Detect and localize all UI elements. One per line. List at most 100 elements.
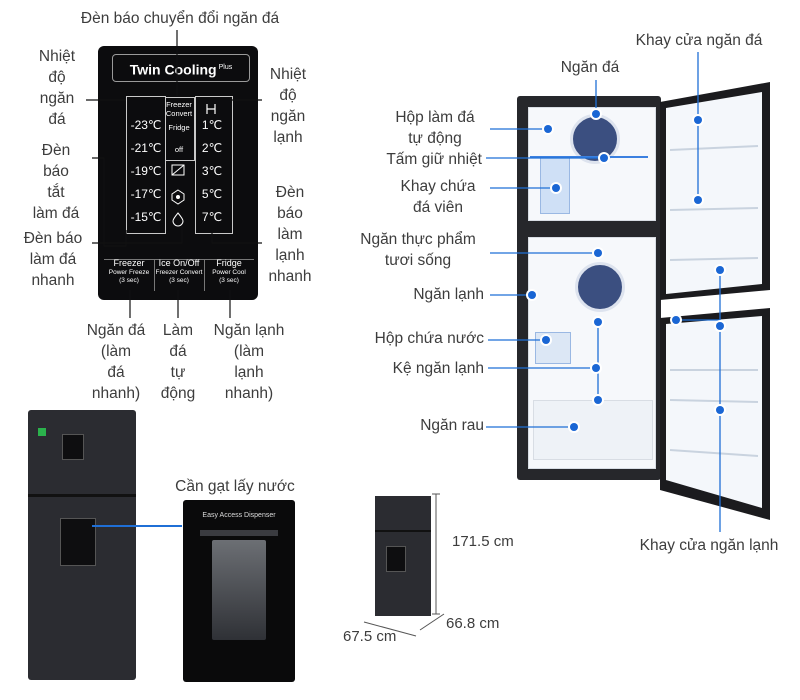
freezer-temp-value: -17℃ [130, 187, 162, 201]
fridge-doors [660, 82, 770, 520]
mode-off: off [174, 145, 184, 154]
label-quick-ice-indicator: Đèn báo làm đá nhanh [14, 228, 92, 291]
label-water-box: Hộp chứa nước [374, 330, 484, 347]
label-line: báo [43, 163, 69, 180]
label-line: tự động [408, 130, 462, 147]
ice-button-title: Ice On/Off [158, 258, 200, 268]
label-line: tắt [47, 184, 65, 201]
door-gap [375, 530, 431, 532]
marker-dot [594, 396, 602, 404]
label-fresh-food: Ngăn thực phẩm tươi sống [346, 229, 490, 271]
marker-dot [570, 423, 578, 431]
label-line: lạnh [275, 247, 305, 264]
label-line: Đèn [41, 142, 71, 159]
label-line: Ngăn thực phẩm [360, 231, 476, 248]
dispenser-top [200, 530, 278, 536]
label-line: lạnh [234, 364, 264, 381]
label-line: độ [48, 69, 66, 86]
mode-freezer-convert-line2: Convert [165, 109, 193, 118]
mini-dispenser [386, 546, 406, 572]
label-line: làm [277, 226, 303, 243]
label-line: đá viên [413, 199, 463, 216]
freezer-button-sub: Power Freeze [108, 269, 150, 276]
fridge-temp-value: 3℃ [201, 164, 223, 178]
freezer-temp-value: -23℃ [130, 118, 162, 132]
label-freezer: Ngăn đá [560, 59, 620, 76]
fridge-button-title: Fridge [216, 258, 242, 268]
label-line: đá [107, 364, 125, 381]
water-lever[interactable] [212, 540, 266, 640]
fridge-button-hold: (3 sec) [219, 277, 239, 284]
label-line: Làm [162, 322, 194, 339]
label-line: làm đá [29, 251, 77, 268]
label-line: tươi sống [384, 252, 452, 269]
label-line: Hộp làm đá [395, 109, 475, 126]
panel-divider [104, 259, 254, 260]
fridge-button[interactable]: Fridge Power Cool (3 sec) [204, 258, 254, 285]
dimension-height: 171.5 cm [452, 533, 514, 550]
marker-dot [672, 316, 680, 324]
mode-fridge: Fridge [168, 123, 190, 132]
quick-ice-icon [171, 189, 185, 205]
fan-cover-top [570, 114, 620, 164]
fridge-temp-value: 2℃ [201, 141, 223, 155]
label-fridge: Ngăn lạnh [413, 286, 484, 303]
fridge-temp-value: 1℃ [201, 118, 223, 132]
label-line: ngăn [270, 108, 306, 125]
label-ice-convert-indicator: Đèn báo chuyển đổi ngăn đá [80, 10, 280, 27]
marker-dot [716, 406, 724, 414]
label-line: Ngăn lạnh [213, 322, 285, 339]
freezer-button-hold: (3 sec) [119, 277, 139, 284]
mode-freezer-convert-line1: Freezer [166, 100, 192, 109]
shelf-line [530, 156, 648, 158]
marker-dot [528, 291, 536, 299]
marker-dot [694, 196, 702, 204]
marker-dot [544, 125, 552, 133]
label-line: làm đá [32, 205, 80, 222]
label-line: nhanh [31, 272, 75, 289]
label-veg-drawer: Ngăn rau [420, 417, 484, 434]
ice-onoff-button[interactable]: Ice On/Off Freezer Convert (3 sec) [154, 258, 204, 285]
energy-label [38, 428, 46, 436]
ice-button-hold: (3 sec) [169, 277, 189, 284]
auto-ice-drop-icon [172, 212, 184, 227]
label-line: Nhiệt [38, 48, 76, 65]
marker-dot [592, 110, 600, 118]
freezer-button[interactable]: Freezer Power Freeze (3 sec) [104, 258, 154, 285]
freezer-button-title: Freezer [113, 258, 145, 268]
marker-dot [594, 249, 602, 257]
label-line: Nhiệt [269, 66, 307, 83]
vegetable-drawer [533, 400, 653, 460]
marker-dot [592, 364, 600, 372]
panel-divider [204, 259, 205, 291]
label-ice-off-indicator: Đèn báo tắt làm đá [20, 140, 92, 224]
dimension-depth: 66.8 cm [446, 615, 500, 632]
dimension-width: 67.5 cm [343, 628, 397, 645]
freezer-temp-value: -15℃ [130, 210, 162, 224]
label-line: nhanh) [91, 385, 141, 402]
label-heat-shield: Tấm giữ nhiệt [386, 151, 482, 168]
label-line: Đèn báo [23, 230, 83, 247]
label-line: ngăn [39, 90, 75, 107]
label-line: động [160, 385, 196, 402]
panel-brand-text: Twin Cooling [129, 61, 217, 78]
label-line: lạnh [273, 129, 303, 146]
fridge-temp-value: 5℃ [201, 187, 223, 201]
marker-dot [716, 266, 724, 274]
label-line: báo [277, 205, 303, 222]
label-auto-ice-box: Hộp làm đá tự động [380, 107, 490, 149]
mode-group [165, 97, 195, 161]
label-line: đá [169, 343, 187, 360]
marker-dot [716, 322, 724, 330]
front-dispenser [60, 518, 96, 566]
label-line: nhanh) [224, 385, 274, 402]
door-gap [28, 494, 136, 497]
freezer-temp-value: -19℃ [130, 164, 162, 178]
